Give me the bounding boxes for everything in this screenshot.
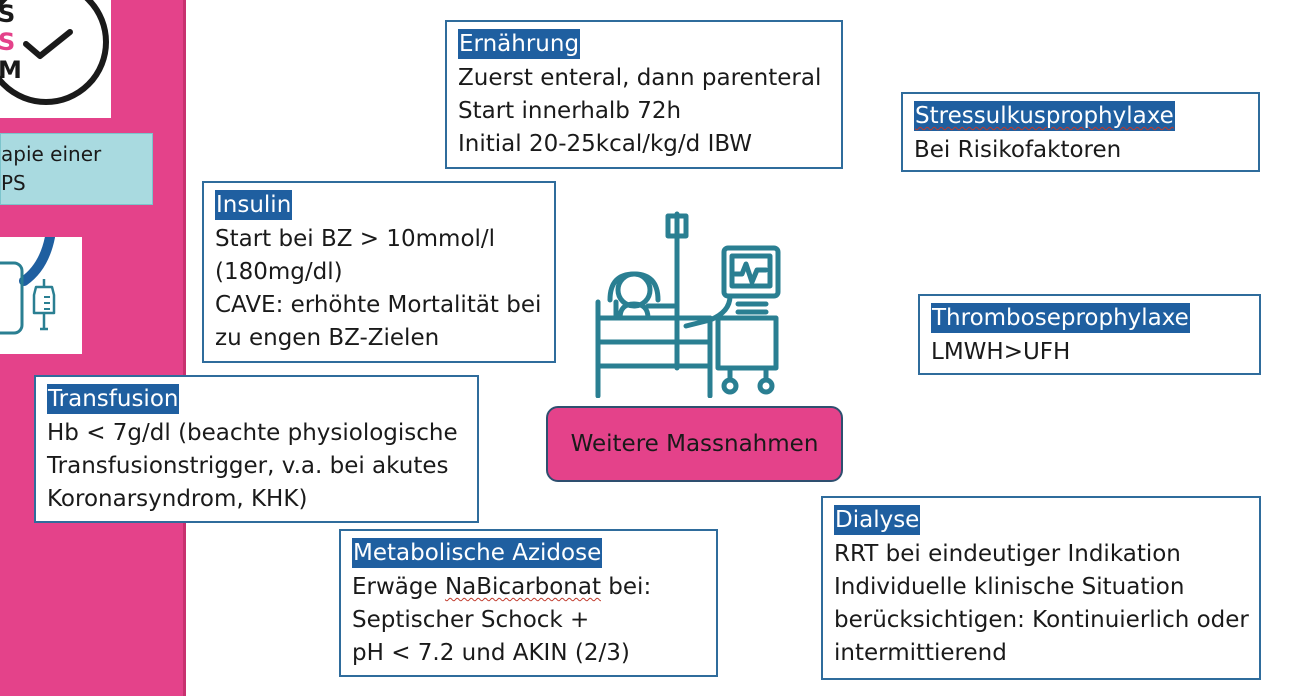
clock-check-icon: [0, 0, 109, 105]
card-thromboseprophylaxe: Thromboseprophylaxe LMWH>UFH: [918, 294, 1261, 375]
card-line: RRT bei eindeutiger Indikation: [834, 541, 1181, 567]
card-insulin: Insulin Start bei BZ > 10mmol/l (180mg/d…: [202, 181, 556, 363]
card-line: pH < 7.2 und AKIN (2/3): [352, 640, 630, 666]
logo-letter-2: S: [0, 28, 16, 56]
card-title: Insulin: [215, 190, 293, 220]
card-title: Metabolische Azidose: [352, 538, 603, 568]
card-metabolische-azidose: Metabolische Azidose Erwäge NaBicarbonat…: [339, 529, 718, 677]
card-transfusion: Transfusion Hb < 7g/dl (beachte physiolo…: [34, 375, 479, 523]
logo-letter-3: M: [0, 56, 22, 84]
card-dialyse: Dialyse RRT bei eindeutiger Indikation I…: [821, 496, 1261, 680]
card-line-prefix: Erwäge: [352, 574, 445, 600]
card-title: Stressulkusprophylaxe: [914, 101, 1175, 131]
sidebar-illustration: [0, 237, 82, 354]
card-line: Individuelle klinische Situation: [834, 574, 1185, 600]
weitere-massnahmen-button[interactable]: Weitere Massnahmen: [546, 406, 843, 482]
weitere-massnahmen-label: Weitere Massnahmen: [570, 431, 819, 457]
card-line: berücksichtigen: Kontinuierlich oder: [834, 607, 1249, 633]
card-stressulkusprophylaxe: Stressulkusprophylaxe Bei Risikofaktoren: [901, 92, 1260, 172]
card-title: Transfusion: [47, 384, 180, 414]
card-line-suffix: bei:: [601, 574, 652, 600]
card-line-drug: NaBicarbonat: [444, 574, 601, 600]
card-title: Ernährung: [458, 29, 581, 59]
card-line: Initial 20-25kcal/kg/d IBW: [458, 131, 753, 157]
card-line: CAVE: erhöhte Mortalität bei: [215, 292, 542, 318]
icu-bed-ventilator-icon: [595, 211, 781, 398]
card-ernaehrung: Ernährung Zuerst enteral, dann parentera…: [445, 20, 843, 169]
card-line: Bei Risikofaktoren: [914, 137, 1122, 163]
card-line: Septischer Schock +: [352, 607, 590, 633]
card-line: zu engen BZ-Zielen: [215, 325, 440, 351]
card-title: Dialyse: [834, 505, 921, 535]
card-line: Start innerhalb 72h: [458, 98, 682, 124]
sidebar-divider: [183, 0, 186, 696]
card-line: Koronarsyndrom, KHK): [47, 486, 308, 512]
iv-bag-icon: [0, 237, 56, 335]
card-line: Zuerst enteral, dann parenteral: [458, 65, 822, 91]
card-line: (180mg/dl): [215, 259, 343, 285]
card-line: Erwäge NaBicarbonat bei:: [352, 571, 706, 604]
card-title: Thromboseprophylaxe: [931, 303, 1190, 333]
card-line: intermittierend: [834, 640, 1007, 666]
sidebar-subtitle: apie einer PS: [0, 133, 153, 205]
card-line: Transfusionstrigger, v.a. bei akutes: [47, 453, 449, 479]
card-line: Start bei BZ > 10mmol/l: [215, 226, 496, 252]
card-line: Hb < 7g/dl (beachte physiologische: [47, 420, 458, 446]
logo-letter-1: S: [0, 0, 16, 28]
card-line: LMWH>UFH: [931, 339, 1071, 365]
sidebar-subtitle-line-2: PS: [1, 171, 26, 195]
sidebar-subtitle-line-1: apie einer: [1, 142, 102, 166]
logo: S S M: [0, 0, 111, 118]
